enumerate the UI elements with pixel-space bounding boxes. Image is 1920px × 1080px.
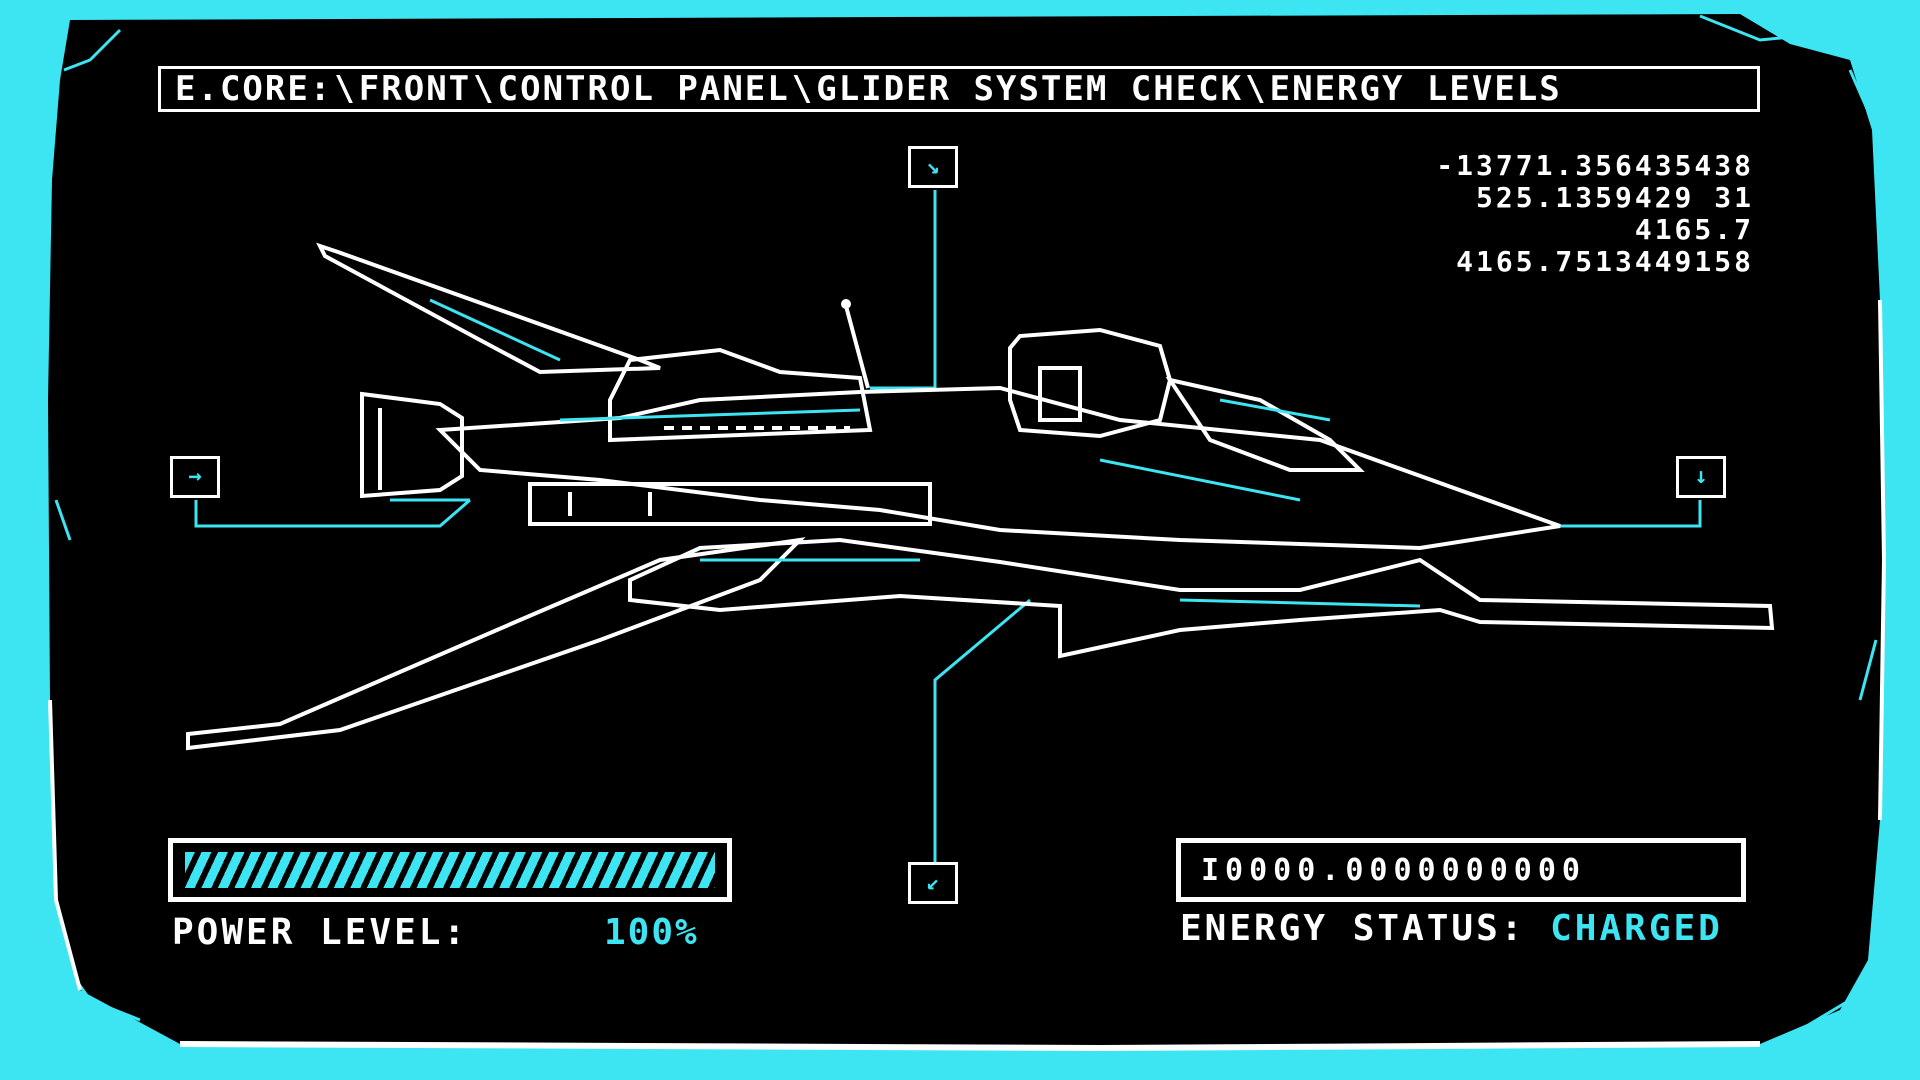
energy-status-label: ENERGY STATUS:: [1180, 908, 1526, 949]
breadcrumb-item-control-panel[interactable]: CONTROL PANEL: [497, 69, 790, 109]
breadcrumb-item-energy-levels[interactable]: ENERGY LEVELS: [1269, 69, 1562, 109]
power-level-value: 100%: [604, 912, 699, 953]
power-level-bar: [168, 838, 732, 902]
frame-highlight-left: [48, 699, 82, 991]
coordinate-line: 4165.7: [1634, 213, 1754, 246]
coordinate-readout: -13771.356435438 525.1359429 31 4165.7 4…: [1334, 150, 1754, 278]
breadcrumb-item-front[interactable]: FRONT: [358, 69, 472, 109]
breadcrumb: E.CORE: \ FRONT \ CONTROL PANEL \ GLIDER…: [158, 66, 1760, 112]
energy-readout-box: I0000.0000000000: [1176, 838, 1746, 902]
power-level-fill: [185, 852, 715, 888]
callout-marker-top[interactable]: ↘: [908, 146, 958, 188]
energy-status: ENERGY STATUS: CHARGED: [1180, 908, 1723, 949]
coordinate-line: 525.1359429 31: [1475, 181, 1754, 214]
frame-highlight-right: [1878, 299, 1887, 821]
breadcrumb-separator: \: [473, 69, 496, 109]
arrow-icon: ↙: [926, 870, 940, 895]
frame-cracks: [54, 14, 1878, 1032]
arrow-icon: →: [188, 464, 202, 489]
power-level-label: POWER LEVEL:: [172, 912, 469, 953]
breadcrumb-item-glider-system-check[interactable]: GLIDER SYSTEM CHECK: [816, 69, 1244, 109]
coordinate-line: 4165.7513449158: [1456, 245, 1754, 278]
breadcrumb-root: E.CORE:: [175, 69, 333, 109]
breadcrumb-separator: \: [791, 69, 815, 109]
breadcrumb-separator: \: [334, 69, 357, 109]
arrow-icon: ↓: [1694, 464, 1708, 489]
callout-marker-right[interactable]: ↓: [1676, 456, 1726, 498]
callout-marker-bottom[interactable]: ↙: [908, 862, 958, 904]
energy-status-value: CHARGED: [1550, 908, 1723, 949]
frame-highlight: [179, 1041, 1761, 1052]
callout-marker-left[interactable]: →: [170, 456, 220, 498]
arrow-icon: ↘: [926, 154, 940, 179]
breadcrumb-separator: \: [1245, 69, 1268, 109]
energy-readout: I0000.0000000000: [1201, 852, 1586, 888]
coordinate-line: -13771.356435438: [1436, 149, 1754, 182]
